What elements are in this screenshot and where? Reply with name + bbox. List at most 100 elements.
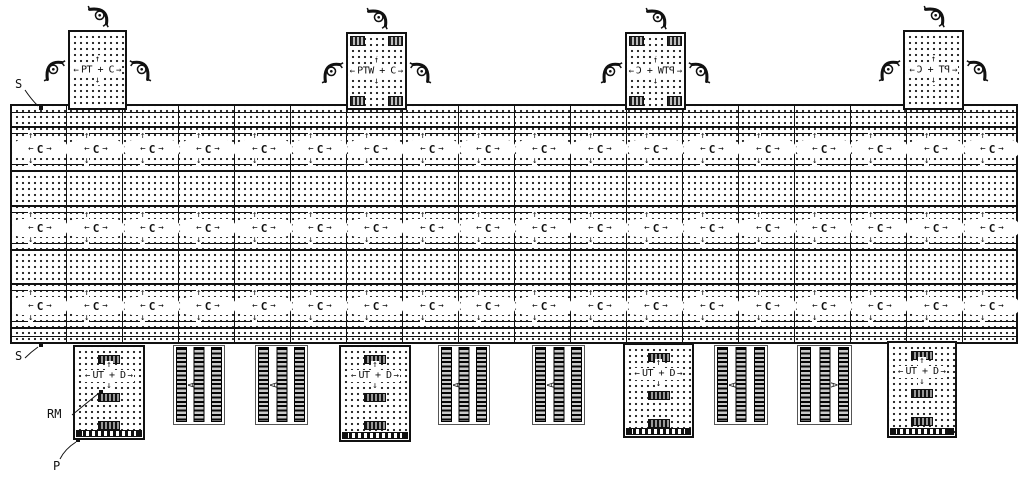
rack-strip [458,347,470,422]
cell-label: C [988,142,996,156]
cell-label: C [764,221,772,235]
up-arrow-icon: ↑ [654,358,663,368]
tower-label-text: PT + C [916,64,951,76]
storage-rack-6: A [797,345,852,425]
left-arrow-icon: ← [898,366,904,377]
up-arrow-icon: ↑ [420,210,426,220]
down-arrow-icon: ↓ [924,156,930,166]
left-arrow-icon: ← [868,143,874,154]
cell-label: C [820,299,828,313]
down-arrow-icon: ↓ [980,313,986,323]
robot-arm-icon [687,62,711,84]
left-arrow-icon: ← [140,300,146,311]
down-arrow-icon: ↓ [918,376,926,387]
up-arrow-icon: ↑ [196,288,202,298]
rack-label: A [452,382,463,388]
right-arrow-icon: → [998,222,1004,233]
down-arrow-icon: ↓ [700,235,706,245]
right-arrow-icon: → [158,300,164,311]
up-arrow-icon: ↑ [28,288,34,298]
cell-label: C [820,221,828,235]
cultivation-cell: ↑←C→↓ [404,289,460,323]
cell-label: C [820,142,828,156]
right-arrow-icon: → [270,143,276,154]
left-arrow-icon: ← [420,143,426,154]
cell-label: C [540,299,548,313]
up-arrow-icon: ↑ [28,131,34,141]
cultivation-cell: ↑←C→↓ [740,289,796,323]
corner-clamp [388,36,403,46]
robot-arm-icon [43,60,67,82]
corner-clamp [629,96,644,106]
cell-label: C [764,142,772,156]
cultivation-cell: ↑←C→↓ [404,211,460,245]
cell-label: C [260,221,268,235]
right-arrow-icon: → [494,222,500,233]
storage-rack-4: A [532,345,585,425]
tower-label-text: PTW + C [357,65,396,77]
left-arrow-icon: ← [364,143,370,154]
left-arrow-icon: ← [73,64,79,75]
robot-arm-icon [644,7,667,31]
right-arrow-icon: → [127,370,133,381]
down-arrow-icon: ↓ [756,156,762,166]
storage-rack-1: A [173,345,225,425]
cultivation-cell: ↑←C→↓ [628,211,684,245]
right-arrow-icon: → [886,300,892,311]
right-arrow-icon: → [606,143,612,154]
down-arrow-icon: ↓ [252,235,258,245]
cultivation-cell: ↑←C→↓ [180,211,236,245]
cell-label: C [932,221,940,235]
cell-label: C [260,142,268,156]
label-s-bottom: S [14,349,24,363]
left-arrow-icon: ← [364,300,370,311]
cultivation-cell: ↑←C→↓ [348,132,404,166]
up-arrow-icon: ↑ [364,210,370,220]
up-arrow-icon: ↑ [420,131,426,141]
utbox-label-text: UT + D [641,368,676,379]
down-arrow-icon: ↓ [868,156,874,166]
robotic-module [647,419,670,428]
label-p: P [52,459,62,473]
up-arrow-icon: ↑ [644,288,650,298]
left-arrow-icon: ← [980,222,986,233]
right-arrow-icon: → [214,222,220,233]
cell-label: C [540,221,548,235]
robot-arm-icon [408,62,432,84]
cultivation-cell: ↑←C→↓ [796,211,852,245]
ut-d-box-1: ↑ ←UT + D→ ↓ [73,345,145,440]
down-arrow-icon: ↓ [364,156,370,166]
down-arrow-icon: ↓ [308,313,314,323]
up-arrow-icon: ↑ [588,131,594,141]
robotic-module [911,417,933,426]
right-arrow-icon: → [662,143,668,154]
cell-label: C [484,221,492,235]
right-arrow-icon: → [830,300,836,311]
up-arrow-icon: ↑ [812,288,818,298]
cell-label: C [932,299,940,313]
robotic-module [911,389,933,398]
cultivation-cell: ↑←C→↓ [796,132,852,166]
cell-label: C [428,221,436,235]
cultivation-cell: ↑←C→↓ [348,289,404,323]
right-arrow-icon: → [998,143,1004,154]
right-arrow-icon: → [46,222,52,233]
left-arrow-icon: ← [420,222,426,233]
down-arrow-icon: ↓ [420,313,426,323]
rack-label: A [728,382,739,388]
rack-strip [294,347,305,422]
up-arrow-icon: ↑ [476,210,482,220]
cell-label: C [484,299,492,313]
cell-label: C [92,299,100,313]
down-arrow-icon: ↓ [651,75,660,86]
down-arrow-icon: ↓ [644,313,650,323]
rack-strip [717,347,728,422]
right-arrow-icon: → [662,300,668,311]
left-arrow-icon: ← [196,222,202,233]
rack-label: A [827,382,838,388]
right-arrow-icon: → [270,222,276,233]
up-arrow-icon: ↑ [252,210,258,220]
cell-label: C [204,142,212,156]
cultivation-cell: ↑←C→↓ [852,132,908,166]
down-arrow-icon: ↓ [105,380,113,391]
